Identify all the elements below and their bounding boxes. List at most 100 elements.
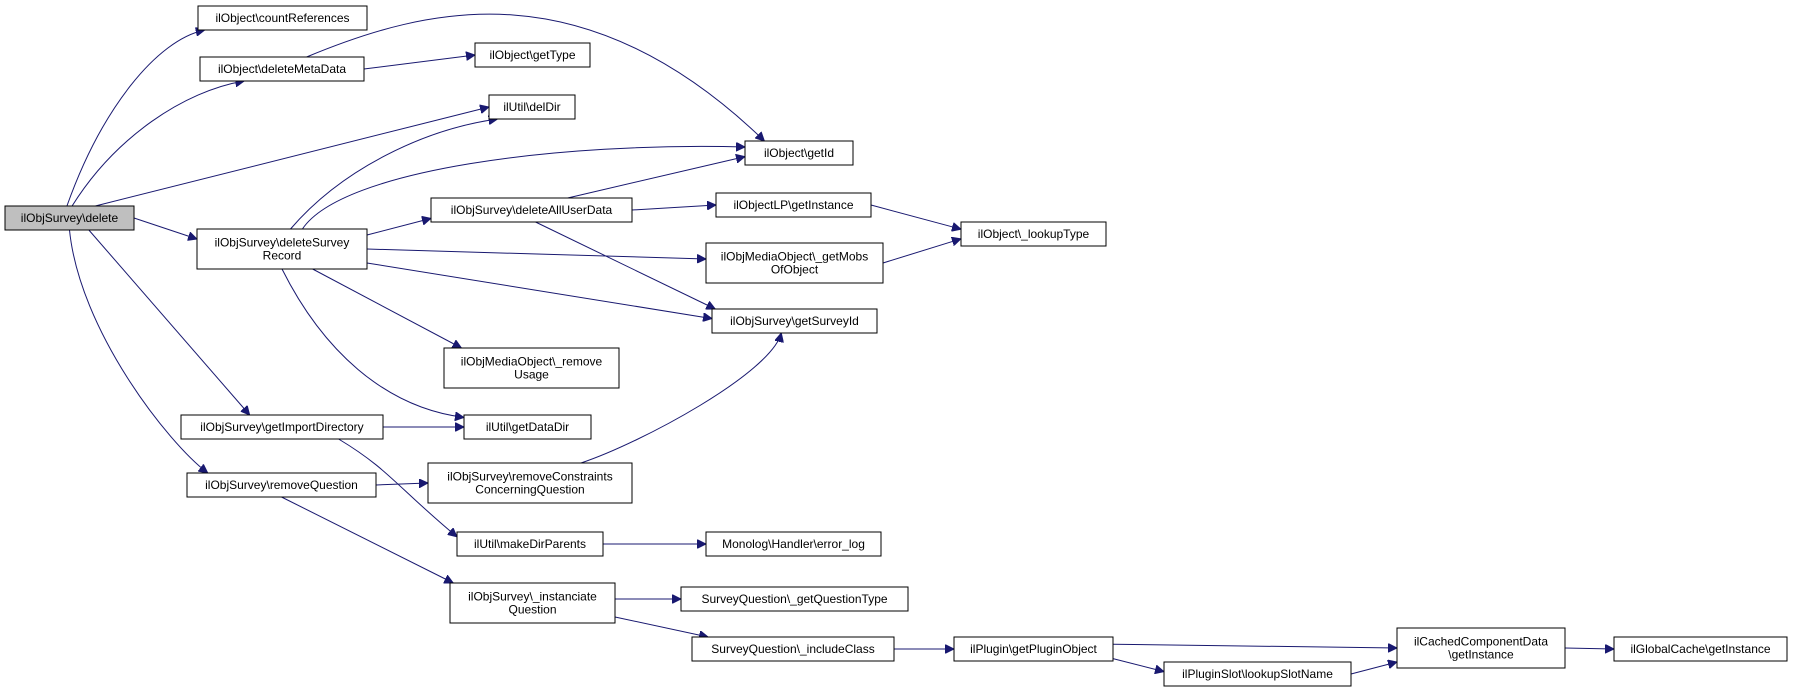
call-edge-n6-to-n4 xyxy=(290,119,498,230)
call-edge-n13-to-n17 xyxy=(338,438,457,537)
call-edge-n22-to-n23 xyxy=(1112,658,1164,672)
function-node[interactable]: ilObjSurvey\getImportDirectory xyxy=(180,414,384,440)
function-node-label: ilObjSurvey\getImportDirectory xyxy=(200,420,363,434)
function-node-box xyxy=(4,205,135,231)
function-node-label: ilUtil\delDir xyxy=(503,100,560,114)
function-node-box xyxy=(196,228,368,270)
function-node-label: ilObject\getId xyxy=(764,146,834,160)
function-node-box xyxy=(197,5,368,31)
function-node-box xyxy=(744,140,854,166)
function-node[interactable]: ilObject\getId xyxy=(744,140,854,166)
call-edge-n6-to-n7 xyxy=(366,218,431,236)
function-node-box xyxy=(199,56,365,82)
function-node-box xyxy=(430,197,633,223)
call-edge-n8-to-n9 xyxy=(870,204,961,229)
function-node-label: OfObject xyxy=(771,263,819,277)
function-node-label: SurveyQuestion\_getQuestionType xyxy=(701,592,887,606)
function-node[interactable]: ilObjSurvey\delete xyxy=(4,205,135,231)
function-node-label: ilUtil\makeDirParents xyxy=(474,537,586,551)
call-edge-n6-to-n14 xyxy=(281,268,464,417)
function-node-box xyxy=(488,94,576,120)
function-node[interactable]: ilObjSurvey\deleteAllUserData xyxy=(430,197,633,223)
function-node-label: ilObjSurvey\removeQuestion xyxy=(205,478,358,492)
function-node[interactable]: ilObject\getType xyxy=(474,42,591,68)
call-edge-n0-to-n6 xyxy=(133,217,197,239)
call-edge-n22-to-n24 xyxy=(1112,644,1397,648)
function-node-label: ilObjSurvey\delete xyxy=(21,211,119,225)
function-node-label: ilObjMediaObject\_getMobs xyxy=(721,250,868,264)
function-node-box xyxy=(474,42,591,68)
function-node-box xyxy=(960,221,1107,247)
function-node[interactable]: ilUtil\delDir xyxy=(488,94,576,120)
call-edge-n24-to-n25 xyxy=(1564,648,1614,649)
function-nodes: ilObjSurvey\delete ilObject\countReferenc… xyxy=(4,5,1788,687)
call-edge-n19-to-n21 xyxy=(614,616,708,637)
function-node-label: ilPluginSlot\lookupSlotName xyxy=(1182,667,1333,681)
function-node-box xyxy=(449,582,616,624)
function-node-box xyxy=(1163,661,1352,687)
call-edge-n2-to-n5 xyxy=(306,13,765,141)
function-node-box xyxy=(1613,636,1788,662)
function-node-label: SurveyQuestion\_includeClass xyxy=(711,642,874,656)
call-edge-n0-to-n2 xyxy=(71,81,244,207)
function-node-box xyxy=(680,586,909,612)
call-edge-n6-to-n5 xyxy=(301,146,745,230)
function-node-label: \getInstance xyxy=(1448,648,1514,662)
function-node-label: ConcerningQuestion xyxy=(475,483,584,497)
function-node[interactable]: SurveyQuestion\_includeClass xyxy=(691,636,895,662)
function-node-box xyxy=(711,308,878,334)
function-node-label: Monolog\Handler\error_log xyxy=(722,537,865,551)
call-edge-n16-to-n11 xyxy=(580,333,781,464)
function-node-label: Question xyxy=(508,603,556,617)
function-node-label: ilObject\getType xyxy=(489,48,575,62)
call-edge-n0-to-n15 xyxy=(69,229,208,473)
call-edge-n2-to-n3 xyxy=(363,55,475,70)
call-edge-n6-to-n10 xyxy=(366,248,706,259)
function-node[interactable]: ilUtil\makeDirParents xyxy=(456,531,604,557)
function-node-box xyxy=(953,636,1114,662)
call-edge-n0-to-n4 xyxy=(95,107,489,207)
function-node[interactable]: ilUtil\getDataDir xyxy=(463,414,592,440)
function-node-box xyxy=(691,636,895,662)
function-node-box xyxy=(705,242,884,284)
call-edge-n7-to-n5 xyxy=(567,157,745,199)
function-node[interactable]: ilObject\_lookupType xyxy=(960,221,1107,247)
function-node[interactable]: ilObjectLP\getInstance xyxy=(715,192,872,218)
function-node-box xyxy=(463,414,592,440)
function-node-label: ilObject\_lookupType xyxy=(978,227,1090,241)
function-node[interactable]: ilObjSurvey\removeQuestion xyxy=(186,472,377,498)
call-edge-n6-to-n12 xyxy=(312,268,462,348)
call-edge-n7-to-n8 xyxy=(631,205,716,211)
function-node[interactable]: ilGlobalCache\getInstance xyxy=(1613,636,1788,662)
function-node-label: ilObjectLP\getInstance xyxy=(733,198,853,212)
function-node[interactable]: Monolog\Handler\error_log xyxy=(705,531,882,557)
function-node[interactable]: ilObject\deleteMetaData xyxy=(199,56,365,82)
function-node[interactable]: ilObjSurvey\removeConstraintsConcerningQ… xyxy=(427,462,633,504)
function-node-label: Usage xyxy=(514,368,549,382)
function-node[interactable]: ilObjSurvey\getSurveyId xyxy=(711,308,878,334)
function-node[interactable]: ilCachedComponentData\getInstance xyxy=(1396,627,1566,669)
function-node-label: ilObjSurvey\_instanciate xyxy=(468,590,597,604)
function-node[interactable]: ilObject\countReferences xyxy=(197,5,368,31)
function-node-box xyxy=(715,192,872,218)
function-node-box xyxy=(443,347,620,389)
function-node[interactable]: SurveyQuestion\_getQuestionType xyxy=(680,586,909,612)
function-node-box xyxy=(705,531,882,557)
call-edge-n7-to-n11 xyxy=(535,221,716,309)
function-node-label: ilGlobalCache\getInstance xyxy=(1630,642,1770,656)
function-node[interactable]: ilPlugin\getPluginObject xyxy=(953,636,1114,662)
call-edges xyxy=(66,13,1614,675)
function-node-label: ilObject\countReferences xyxy=(215,11,349,25)
function-node-label: ilUtil\getDataDir xyxy=(486,420,569,434)
function-node-box xyxy=(186,472,377,498)
function-node-label: Record xyxy=(263,249,302,263)
function-node[interactable]: ilPluginSlot\lookupSlotName xyxy=(1163,661,1352,687)
function-node-box xyxy=(180,414,384,440)
call-edge-n6-to-n11 xyxy=(366,262,712,319)
function-node-box xyxy=(427,462,633,504)
